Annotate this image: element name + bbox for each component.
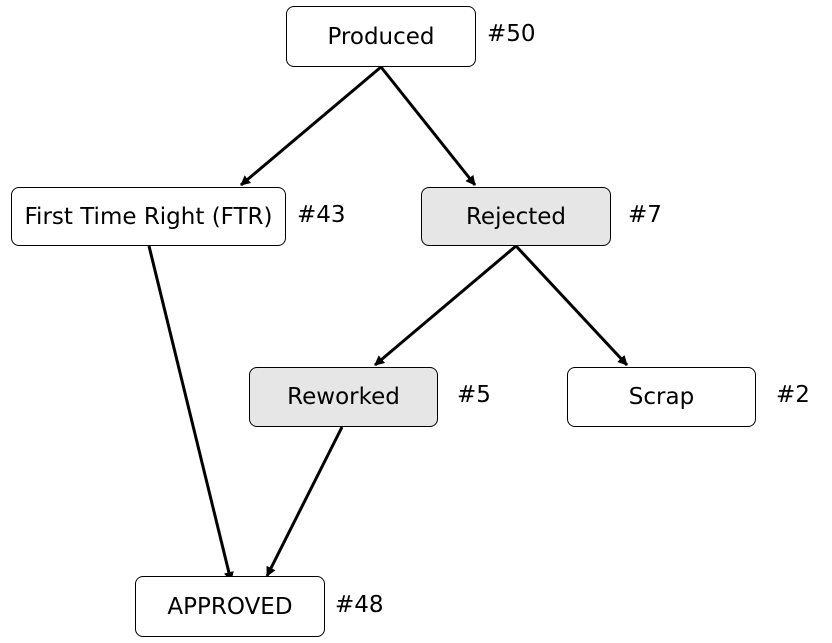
edge-rejected-to-scrap (514, 244, 629, 367)
count-rejected: #7 (628, 202, 662, 228)
count-produced: #50 (487, 21, 536, 47)
node-rejected: Rejected (421, 187, 611, 246)
node-first-time-right: First Time Right (FTR) (11, 187, 286, 246)
node-reworked: Reworked (249, 367, 438, 427)
count-approved: #48 (335, 592, 384, 618)
count-ftr: #43 (297, 202, 346, 228)
edge-rejected-to-reworked (374, 244, 517, 367)
node-rejected-label: Rejected (465, 203, 567, 230)
node-produced-label: Produced (327, 23, 435, 50)
node-scrap: Scrap (567, 367, 756, 427)
edge-produced-to-ftr (240, 65, 382, 187)
node-ftr-label: First Time Right (FTR) (24, 203, 273, 230)
node-approved-label: APPROVED (167, 593, 293, 620)
edge-produced-to-rejected (379, 66, 477, 186)
edge-reworked-to-approved (265, 426, 344, 577)
count-scrap: #2 (776, 382, 810, 408)
node-approved: APPROVED (135, 576, 325, 637)
node-produced: Produced (286, 6, 476, 67)
node-scrap-label: Scrap (628, 384, 695, 410)
edge-ftr-to-approved (147, 245, 234, 582)
count-reworked: #5 (457, 382, 491, 408)
node-reworked-label: Reworked (287, 384, 400, 410)
